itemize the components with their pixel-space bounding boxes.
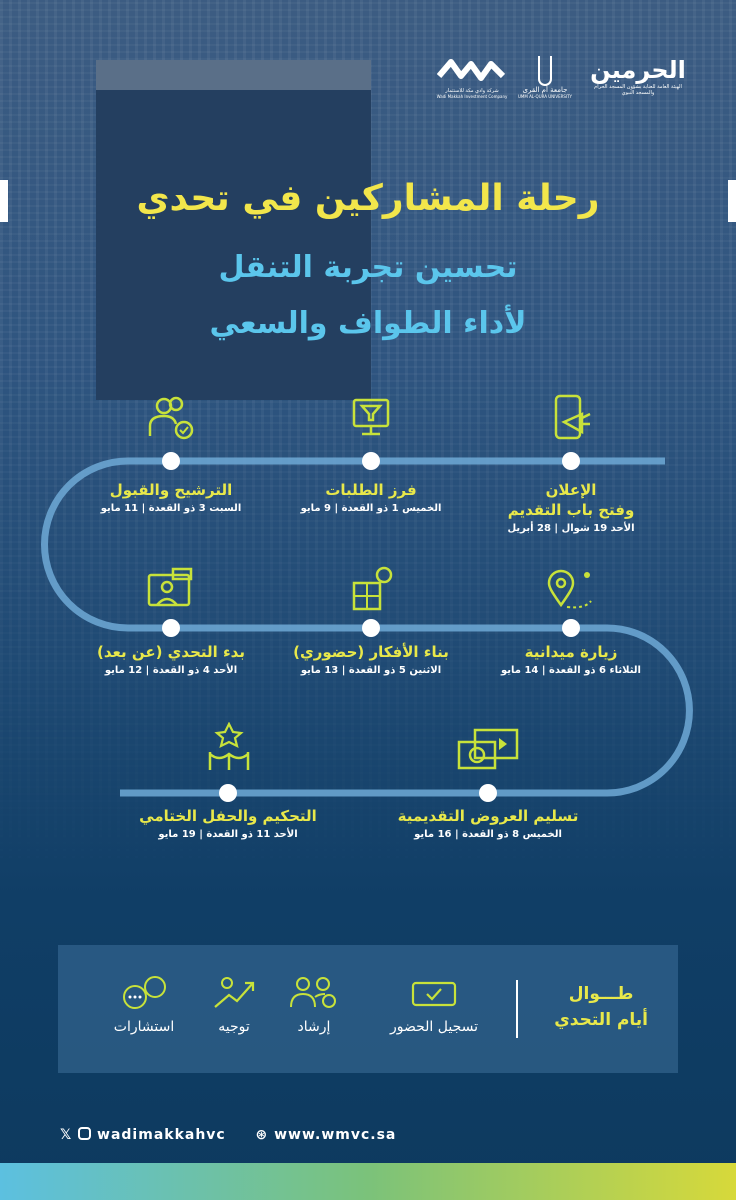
step-title: التحكيم والحفل الختامي xyxy=(139,807,317,825)
users-icon xyxy=(290,977,336,1008)
box-heading-1: طـــوال xyxy=(568,984,634,1004)
wave-logo-icon xyxy=(436,59,506,81)
step-date: الأحد 19 شوال | 28 أبريل xyxy=(507,523,635,534)
step-title: تسليم العروض التقديمية xyxy=(397,807,579,825)
step-title: الإعلان xyxy=(545,481,597,499)
alharamain-logo: الحرمين الهيئة العامة للعناية بشؤون المس… xyxy=(588,56,688,96)
timeline-dot xyxy=(362,452,380,470)
step-title: زيارة ميدانية xyxy=(524,643,618,661)
globe-icon: ⊛ xyxy=(255,1127,269,1143)
social-handle[interactable]: wadimakkahvc xyxy=(97,1127,226,1143)
location-pin-icon xyxy=(547,569,592,609)
subtitle-line-2: لأداء الطواف والسعي xyxy=(209,306,527,341)
right-accent xyxy=(728,180,736,222)
step-title: بناء الأفكار (حضوري) xyxy=(293,643,449,661)
instagram-icon[interactable] xyxy=(78,1127,92,1140)
timeline-dot xyxy=(562,619,580,637)
step-date: السبت 3 ذو القعدة | 11 مايو xyxy=(100,503,242,514)
alharamain-logo-sub: الهيئة العامة للعناية بشؤون المسجد الحرا… xyxy=(594,84,682,96)
guidance-item: إرشاد xyxy=(274,975,354,1035)
direction-label: توجيه xyxy=(218,1019,250,1035)
step-date: الثلاثاء 6 ذو القعدة | 14 مايو xyxy=(501,665,641,676)
timeline-dot xyxy=(562,452,580,470)
step-date: الأحد 11 ذو القعدة | 19 مايو xyxy=(158,829,298,840)
guidance-label: إرشاد xyxy=(297,1019,331,1035)
step-date: الخميس 8 ذو القعدة | 16 مايو xyxy=(414,829,562,840)
step-acceptance: الترشيح والقبول السبت 3 ذو القعدة | 11 ما… xyxy=(61,480,281,514)
step-date: الأحد 4 ذو القعدة | 12 مايو xyxy=(104,665,238,676)
step-title: الترشيح والقبول xyxy=(109,481,233,499)
alharamain-logo-text: الحرمين xyxy=(590,56,686,84)
timeline-path xyxy=(41,452,693,802)
step-submission: تسليم العروض التقديمية الخميس 8 ذو القعدة… xyxy=(378,806,598,840)
step-ideation: بناء الأفكار (حضوري) الاثنين 5 ذو القعدة … xyxy=(261,642,481,676)
star-podium-icon xyxy=(208,722,250,770)
presentation-icon xyxy=(457,728,519,770)
check-ticket-icon xyxy=(411,981,457,1007)
kaaba-photo xyxy=(96,60,371,400)
uqu-logo-text: جامعة أم القرى xyxy=(522,86,568,94)
timeline-dot xyxy=(362,619,380,637)
left-accent xyxy=(0,180,8,222)
x-icon[interactable]: 𝕏 xyxy=(60,1127,73,1143)
step-field-visit: زيارة ميدانية الثلاثاء 6 ذو القعدة | 14 م… xyxy=(461,642,681,676)
uqu-logo-en: UMM AL-QURA UNIVERSITY xyxy=(517,94,573,99)
attendance-label: تسجيل الحضور xyxy=(389,1019,479,1035)
subtitle-line-1: تحسين تجربة التنقل xyxy=(218,250,518,285)
footer: 𝕏 wadimakkahvc ⊛ www.wmvc.sa xyxy=(60,1127,396,1143)
megaphone-phone-icon xyxy=(554,394,591,440)
timeline-dot xyxy=(479,784,497,802)
consultation-label: استشارات xyxy=(113,1019,175,1035)
website-link[interactable]: www.wmvc.sa xyxy=(274,1127,397,1143)
uqu-logo: جامعة أم القرى UMM AL-QURA UNIVERSITY xyxy=(505,56,585,99)
wadi-logo-text: شركة وادي مكة للاستثمار xyxy=(445,88,499,94)
box-divider xyxy=(516,980,518,1038)
gradient-bar xyxy=(0,1163,736,1200)
step-announcement: الإعلان وفتح باب التقديم الأحد 19 شوال | 2… xyxy=(461,480,681,534)
timeline-dot xyxy=(162,452,180,470)
step-title: بدء التحدي (عن بعد) xyxy=(97,643,245,661)
online-meeting-icon xyxy=(147,567,193,607)
box-heading-2: أيام التحدي xyxy=(554,1010,648,1030)
main-title: رحلة المشاركين في تحدي xyxy=(136,178,600,219)
step-sorting: فرز الطلبات الخميس 1 ذو القعدة | 9 مايو xyxy=(261,480,481,514)
timeline-dot xyxy=(162,619,180,637)
chat-bubbles-icon xyxy=(123,976,166,1009)
wadi-logo-en: Wadi Makkah Investment Company xyxy=(436,94,508,99)
attendance-item: تسجيل الحضور xyxy=(374,981,494,1035)
step-date: الخميس 1 ذو القعدة | 9 مايو xyxy=(300,503,442,514)
consultation-item: استشارات xyxy=(94,975,194,1035)
step-title-line2: وفتح باب التقديم xyxy=(507,501,635,519)
challenge-days-box: طـــوال أيام التحدي تسجيل الحضور إرشاد ت… xyxy=(58,945,678,1073)
growth-idea-icon xyxy=(214,977,255,1008)
step-title: فرز الطلبات xyxy=(325,481,417,499)
puzzle-idea-icon xyxy=(352,566,393,611)
direction-item: توجيه xyxy=(194,975,274,1035)
timeline-dot xyxy=(219,784,237,802)
step-judging: التحكيم والحفل الختامي الأحد 11 ذو القعدة… xyxy=(118,806,338,840)
step-date: الاثنين 5 ذو القعدة | 13 مايو xyxy=(300,665,442,676)
filter-monitor-icon xyxy=(352,398,390,436)
users-check-icon xyxy=(148,396,194,440)
wadi-makkah-logo: شركة وادي مكة للاستثمار Wadi Makkah Inve… xyxy=(432,58,512,99)
step-challenge-start: بدء التحدي (عن بعد) الأحد 4 ذو القعدة | 1… xyxy=(61,642,281,676)
